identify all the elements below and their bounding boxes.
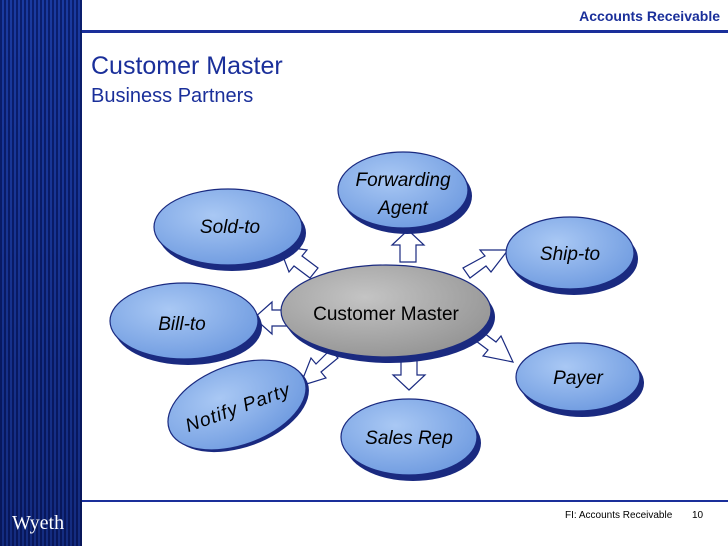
sold-to-label: Sold-to (200, 217, 260, 238)
wyeth-logo: Wyeth (12, 512, 65, 534)
partner-sales-rep: Sales Rep (340, 398, 481, 481)
page-number: 10 (692, 510, 704, 521)
page-subtitle: Business Partners (91, 85, 254, 107)
header-divider (82, 30, 728, 33)
center-customer-master: Customer Master (280, 264, 495, 363)
arrow-to-notify-party (298, 349, 339, 387)
sidebar-shade (0, 0, 82, 546)
forwarding-agent-label-line1: Forwarding (355, 170, 450, 191)
ship-to-label: Ship-to (540, 244, 600, 265)
page-title: Customer Master (91, 52, 283, 80)
sidebar-band (0, 0, 82, 546)
sales-rep-label: Sales Rep (365, 428, 453, 449)
partner-sold-to: Sold-to (153, 188, 306, 271)
partner-notify-party: Notify Party (167, 359, 309, 453)
arrow-to-forwarding-agent (390, 229, 426, 263)
footer-label: FI: Accounts Receivable (565, 510, 673, 521)
arrow-to-bill-to (253, 300, 289, 336)
footer-divider (82, 500, 728, 502)
center-label: Customer Master (313, 304, 459, 325)
partner-forwarding-agent: Forwarding Agent (337, 151, 472, 234)
header-title: Accounts Receivable (579, 8, 720, 24)
arrow-to-ship-to (462, 249, 510, 279)
bill-to-label: Bill-to (158, 314, 206, 335)
partner-ship-to: Ship-to (505, 216, 638, 295)
payer-label: Payer (553, 368, 603, 389)
partner-payer: Payer (515, 342, 644, 417)
forwarding-agent-label-line2: Agent (377, 198, 428, 219)
partner-bill-to: Bill-to (109, 282, 262, 365)
